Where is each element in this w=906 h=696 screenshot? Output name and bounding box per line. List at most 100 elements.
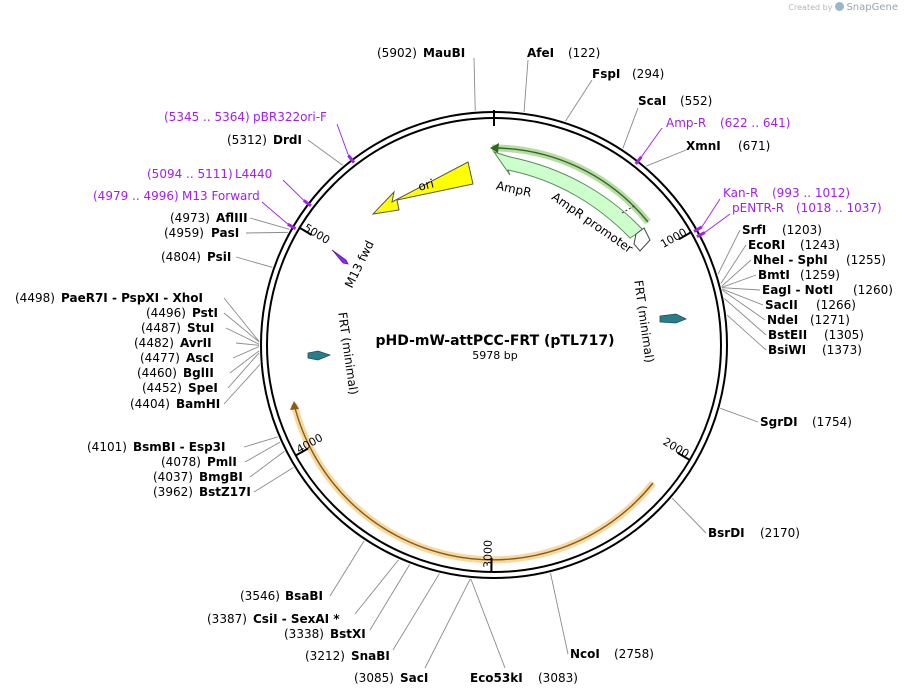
site-line-fspi (565, 79, 593, 122)
site-num-sgrdi: (1754) (812, 415, 852, 429)
snapgene-logo-icon (835, 2, 845, 11)
site-num-bsabi: (3546) (240, 589, 280, 603)
site-name-stui: StuI (187, 321, 214, 335)
site-name-srfi: SrfI (742, 223, 766, 237)
site-line-ndei (722, 289, 766, 321)
ori-feature (371, 161, 474, 215)
site-num-saci: (3085) (354, 671, 394, 685)
site-label-bmti: BmtI (1259) (758, 268, 840, 282)
frt-left-label: FRT (minimal) (335, 311, 360, 395)
site-line-bsiwi (726, 314, 767, 351)
primer-name-pbr322ori-f: pBR322ori-F (253, 110, 327, 124)
site-name-spei: SpeI (188, 381, 218, 395)
primer-line-pentr-r (704, 213, 731, 233)
site-line-sacii (722, 288, 764, 306)
primer-mark-m13-forward (287, 222, 297, 230)
orange-arc-head (290, 401, 299, 410)
site-line-bsmbi (243, 436, 278, 448)
primer-mark-l4440 (302, 199, 312, 207)
site-label-afei: AfeI (122) (527, 46, 600, 60)
site-line-spei (227, 352, 260, 389)
site-num-bstxi: (3338) (284, 627, 324, 641)
primer-label-l4440: (5094 .. 5111) L4440 (147, 167, 272, 181)
site-name-xmni: XmnI (686, 139, 721, 153)
site-line-afei (523, 59, 529, 112)
site-label-srfi: SrfI (1203) (742, 223, 822, 237)
site-name-ecori: EcoRI (748, 238, 785, 252)
site-name-sacii: SacII (765, 298, 798, 312)
site-label-xmni: XmnI (671) (686, 139, 770, 153)
site-line-psii (235, 256, 273, 268)
site-name-paer7i: PaeR7I - PspXI - XhoI (61, 291, 203, 305)
site-line-csii (354, 559, 399, 615)
ampr-promoter-feature (633, 227, 651, 252)
site-label-sacii: SacII (1266) (765, 298, 856, 312)
site-num-spei: (4452) (142, 381, 182, 395)
site-num-bsmbi: (4101) (87, 440, 127, 454)
site-line-srfi (717, 229, 741, 275)
site-line-bamhi (223, 364, 261, 405)
site-leader-lines (223, 57, 767, 669)
site-line-saci (424, 578, 471, 669)
site-num-bsrdi: (2170) (760, 526, 800, 540)
site-label-bglii: (4460) BglII (137, 366, 214, 380)
site-label-eagi: EagI - NotI (1260) (762, 283, 893, 297)
tick-label-1000: 1000 (658, 226, 689, 251)
primer-line-amp-r (640, 127, 663, 158)
site-name-bstz17i: BstZ17I (199, 485, 251, 499)
primer-label-pentr-r: pENTR-R (1018 .. 1037) (732, 201, 882, 215)
site-label-bsabi: (3546) BsaBI (240, 589, 323, 603)
credit-text: Created by (788, 3, 833, 12)
site-label-pasi: (4959) PasI (164, 226, 239, 240)
plasmid-length: 5978 bp (472, 349, 517, 362)
tick-label-3000: 3000 (481, 540, 494, 568)
site-num-ndei: (1271) (810, 313, 850, 327)
tick-mark-4000 (295, 447, 309, 457)
site-name-sgrdi: SgrDI (760, 415, 798, 429)
site-line-bglii (229, 350, 260, 374)
site-label-saci: (3085) SacI (354, 671, 428, 685)
site-label-bsmbi: (4101) BsmBI - Esp3I (87, 440, 225, 454)
site-name-psti: PstI (192, 306, 218, 320)
site-label-nhei: NheI - SphI (1255) (753, 253, 886, 267)
site-num-bamhi: (4404) (130, 397, 170, 411)
primer-range-pbr322ori-f: (5345 .. 5364) (164, 110, 250, 124)
primer-name-l4440: L4440 (235, 167, 272, 181)
frt-right-label: FRT (minimal) (631, 279, 656, 363)
site-name-bsabi: BsaBI (285, 589, 323, 603)
primer-range-pentr-r: (1018 .. 1037) (796, 201, 882, 215)
site-num-paer7i: (4498) (15, 291, 55, 305)
site-name-pmli: PmlI (207, 455, 237, 469)
site-num-maubi: (5902) (377, 46, 417, 60)
site-label-afliii: (4973) AflIII (170, 211, 248, 225)
site-line-bsteii (724, 298, 767, 336)
primer-range-amp-r: (622 .. 641) (720, 116, 790, 130)
site-line-bstz17i (253, 467, 294, 493)
site-num-pmli: (4078) (161, 455, 201, 469)
site-label-csii: (3387) CsiI - SexAI * (207, 612, 340, 626)
site-name-bmgbi: BmgBI (199, 470, 243, 484)
primer-name-amp-r: Amp-R (666, 116, 706, 130)
site-label-snabi: (3212) SnaBI (305, 649, 390, 663)
primer-line-kan-r (701, 198, 721, 228)
primer-mark-kan-r (693, 225, 703, 233)
site-labels: (5902) MauBI AfeI (122) FspI (294) ScaI … (15, 46, 893, 685)
ampr-green-arc-line (491, 147, 649, 223)
site-num-scai: (552) (680, 94, 712, 108)
site-line-bstxi (369, 564, 411, 631)
site-name-pasi: PasI (211, 226, 239, 240)
site-num-stui: (4487) (141, 321, 181, 335)
site-line-snabi (392, 573, 440, 651)
site-name-asci: AscI (186, 351, 214, 365)
primer-mark-pbr322ori-f (347, 154, 356, 164)
primer-marks (261, 123, 731, 239)
site-label-bsiwi: BsiWI (1373) (768, 343, 862, 357)
plasmid-name: pHD-mW-attPCC-FRT (pTL717) (375, 333, 614, 349)
site-name-afei: AfeI (527, 46, 554, 60)
site-label-avrii: (4482) AvrII (134, 336, 212, 350)
frt-left-feature (307, 350, 332, 361)
primer-label-pbr322ori-f: (5345 .. 5364) pBR322ori-F (164, 110, 327, 124)
site-num-bsteii: (1305) (824, 328, 864, 342)
